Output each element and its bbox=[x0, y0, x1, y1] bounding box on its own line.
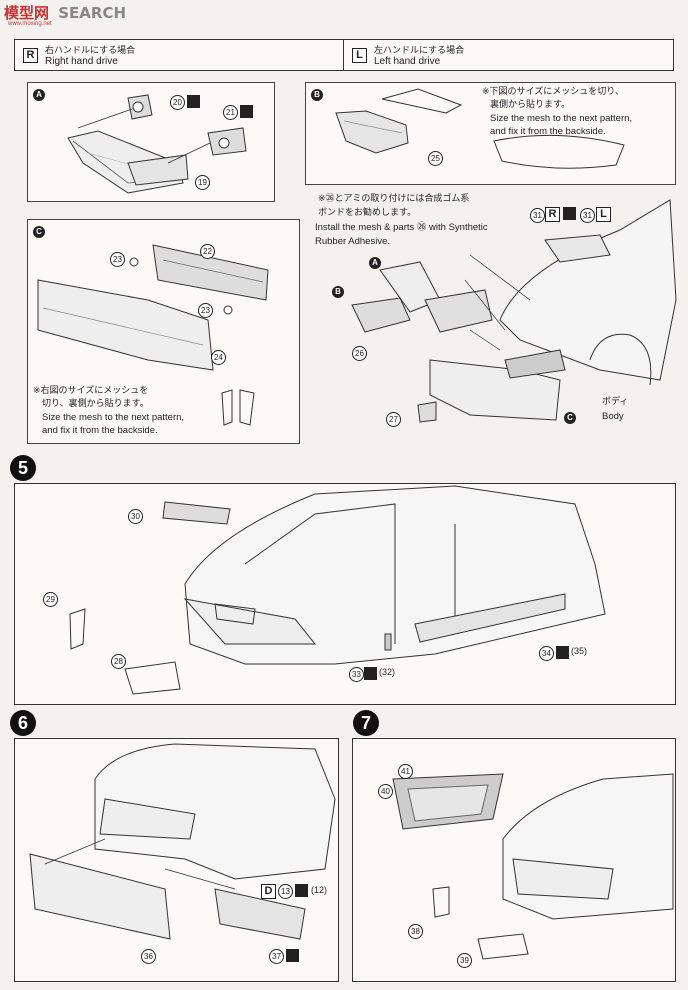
panel-c: C 23 22 23 24 ※右図のサイズにメッシュを 切り、裏側から貼ります。… bbox=[27, 219, 300, 444]
part-number: 22 bbox=[200, 244, 215, 259]
step-7-panel: 41 40 38 39 bbox=[352, 738, 676, 982]
left-hand-en: Left hand drive bbox=[374, 56, 441, 67]
part-number: 33 bbox=[349, 667, 364, 682]
right-hand-jp: 右ハンドルにする場合 bbox=[45, 46, 136, 56]
part-number: 13 bbox=[278, 884, 293, 899]
part-number: 23 bbox=[198, 303, 213, 318]
left-hand-jp: 左ハンドルにする場合 bbox=[374, 46, 465, 56]
step-6-drawing bbox=[29, 743, 336, 940]
part-number: 25 bbox=[428, 151, 443, 166]
part-number: 28 bbox=[111, 654, 126, 669]
assembly-b-label: B bbox=[332, 286, 344, 298]
panel-b-note-en2: and fix it from the backside. bbox=[490, 126, 606, 137]
panel-c-note-jp1: ※右図のサイズにメッシュを bbox=[33, 386, 149, 396]
panel-b-note-jp2: 裏側から貼ります。 bbox=[490, 100, 571, 110]
part-number: 20 bbox=[170, 95, 185, 110]
step-7-number: 7 bbox=[353, 710, 379, 736]
adhesive-note-en1: Install the mesh & parts ㉖ with Syntheti… bbox=[315, 222, 488, 233]
panel-b-drawing bbox=[335, 88, 625, 169]
assembly-a-label: A bbox=[369, 257, 381, 269]
paint-icon bbox=[286, 949, 299, 962]
left-hand-drive: L 左ハンドルにする場合 Left hand drive bbox=[344, 40, 673, 70]
paint-icon bbox=[240, 105, 253, 118]
panel-c-drawing bbox=[37, 244, 269, 426]
adhesive-note-en2: Rubber Adhesive. bbox=[315, 236, 390, 247]
body-label-en: Body bbox=[602, 411, 624, 422]
step-6-number: 6 bbox=[10, 710, 36, 736]
part-number: 37 bbox=[269, 949, 284, 964]
panel-b-note-en1: Size the mesh to the next pattern, bbox=[490, 113, 633, 124]
site-search-text: SEARCH bbox=[58, 4, 127, 22]
panel-c-note-jp2: 切り、裏側から貼ります。 bbox=[42, 399, 149, 409]
part-number: 31 bbox=[580, 208, 595, 223]
panel-b-label: B bbox=[311, 89, 323, 101]
part-number: 40 bbox=[378, 784, 393, 799]
paint-icon bbox=[187, 95, 200, 108]
body-label-jp: ボディ bbox=[602, 397, 629, 407]
panel-b-note-jp1: ※下図のサイズにメッシュを切り、 bbox=[482, 87, 624, 97]
paint-icon bbox=[295, 884, 308, 897]
part-number: 38 bbox=[408, 924, 423, 939]
part-number: 39 bbox=[457, 953, 472, 968]
l-badge: L bbox=[596, 207, 611, 222]
d-badge: D bbox=[261, 884, 276, 899]
r-badge: R bbox=[545, 207, 560, 222]
panel-a: A 20 21 19 bbox=[27, 82, 275, 202]
site-logo-text: 模型网 bbox=[4, 4, 50, 22]
panel-c-label: C bbox=[33, 226, 45, 238]
part-number: 23 bbox=[110, 252, 125, 267]
paint-icon bbox=[556, 646, 569, 659]
part-number: 24 bbox=[211, 350, 226, 365]
panel-c-note-en2: and fix it from the backside. bbox=[42, 425, 158, 436]
part-number: (35) bbox=[571, 646, 588, 656]
panel-b: B 25 ※下図のサイズにメッシュを切り、 裏側から貼ります。 Size the… bbox=[305, 82, 676, 185]
part-number: 36 bbox=[141, 949, 156, 964]
step-5-drawing bbox=[69, 485, 606, 695]
drive-header: R 右ハンドルにする場合 Right hand drive L 左ハンドルにする… bbox=[14, 39, 674, 71]
part-number: 27 bbox=[386, 412, 401, 427]
step-6-panel: D 13 (12) 36 37 bbox=[14, 738, 339, 982]
paint-icon bbox=[563, 207, 576, 220]
adhesive-note-jp2: ボンドをお勧めします。 bbox=[318, 208, 417, 218]
r-badge: R bbox=[23, 48, 38, 63]
assembly-c-label: C bbox=[564, 412, 576, 424]
part-number: 41 bbox=[398, 764, 413, 779]
part-number: 21 bbox=[223, 105, 238, 120]
part-number: 26 bbox=[352, 346, 367, 361]
part-number: (32) bbox=[379, 667, 396, 677]
part-number: 19 bbox=[195, 175, 210, 190]
part-number: 34 bbox=[539, 646, 554, 661]
right-hand-drive: R 右ハンドルにする場合 Right hand drive bbox=[15, 40, 344, 70]
part-number: (12) bbox=[311, 885, 328, 895]
panel-a-label: A bbox=[33, 89, 45, 101]
step-7-drawing bbox=[392, 773, 674, 960]
part-number: 30 bbox=[128, 509, 143, 524]
part-number: 29 bbox=[43, 592, 58, 607]
site-logo: 模型网 SEARCH bbox=[4, 2, 126, 23]
right-hand-en: Right hand drive bbox=[45, 56, 118, 67]
part-number: 31 bbox=[530, 208, 545, 223]
l-badge: L bbox=[352, 48, 367, 63]
panel-c-note-en1: Size the mesh to the next pattern, bbox=[42, 412, 185, 423]
step-5-number: 5 bbox=[10, 455, 36, 481]
site-url: www.moxing.net bbox=[8, 21, 52, 27]
adhesive-note-jp1: ※㉖とアミの取り付けには合成ゴム系 bbox=[318, 194, 470, 204]
step-5-panel: 30 29 28 33 (32) 34 (35) bbox=[14, 483, 676, 705]
panel-a-drawing bbox=[67, 94, 247, 194]
paint-icon bbox=[364, 667, 377, 680]
